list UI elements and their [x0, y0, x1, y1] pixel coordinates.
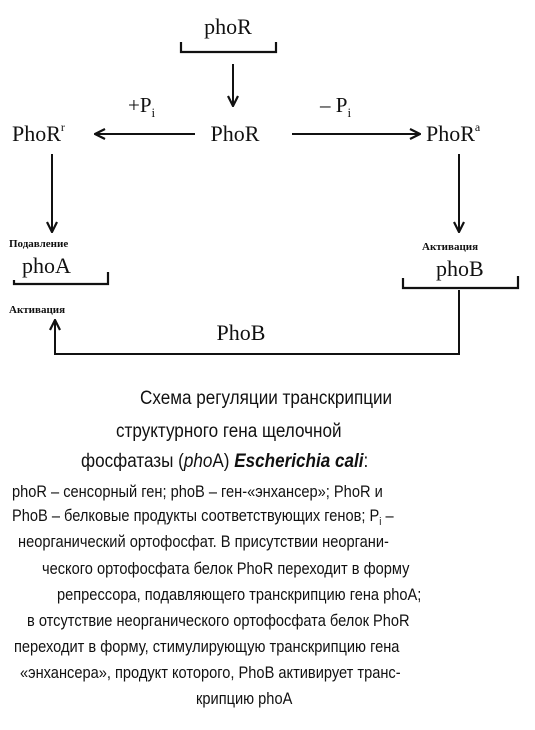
caption-body-line-2: PhoB – белковые продукты соответствующих… — [12, 506, 394, 528]
caption-body-line-4: ческого ортофосфата белок PhoR переходит… — [42, 559, 410, 578]
caption-body-line-7: переходит в форму, стимулирующую транскр… — [14, 637, 400, 656]
gene-phoB-bracket — [401, 276, 520, 290]
activation-label-right: Активация — [422, 241, 478, 253]
gene-phoA-bracket — [12, 272, 110, 286]
gene-phoR-label: phoR — [204, 14, 252, 39]
repression-label: Подавление — [9, 238, 68, 250]
protein-PhoR-a-label: PhoRa — [426, 120, 481, 146]
caption-body-line-5: репрессора, подавляющего транскрипцию ге… — [57, 585, 422, 604]
gene-phoB-label: phoB — [436, 256, 484, 281]
organism-name: Escherichia cali — [234, 451, 364, 472]
caption-body-line-6: в отсутствие неорганического ортофосфата… — [27, 611, 410, 630]
minus-pi-label: – Pi — [319, 93, 351, 120]
protein-PhoB-label: PhoB — [217, 320, 266, 345]
caption-body-line-1: phoR – сенсорный ген; phoB – ген-«энханс… — [12, 482, 383, 501]
caption-title-line-2: структурного гена щелочной — [116, 421, 342, 442]
activation-label-left: Активация — [9, 304, 65, 316]
arrow-phoB-PhoB-to-phoA — [55, 290, 460, 355]
protein-PhoR-label: PhoR — [211, 121, 260, 146]
caption-body-line-3: неорганический ортофосфат. В присутствии… — [18, 532, 389, 551]
regulation-diagram: phoR PhoR +Pi – Pi PhoRr PhoRa Подавлени… — [9, 14, 520, 355]
gene-phoA-label: phoA — [22, 253, 71, 278]
caption-title-line-1: Схема регуляции транскрипции — [140, 388, 393, 409]
caption-title-line-3: фосфатазы (phoA) Escherichia cali: — [81, 451, 369, 472]
caption-body-line-9: крипцию phoA — [196, 689, 293, 708]
plus-pi-label: +Pi — [128, 93, 156, 120]
gene-phoR-bracket — [179, 42, 278, 54]
protein-PhoR-r-label: PhoRr — [12, 120, 65, 146]
caption-body-line-8: «энхансера», продукт которого, PhoB акти… — [20, 663, 401, 682]
